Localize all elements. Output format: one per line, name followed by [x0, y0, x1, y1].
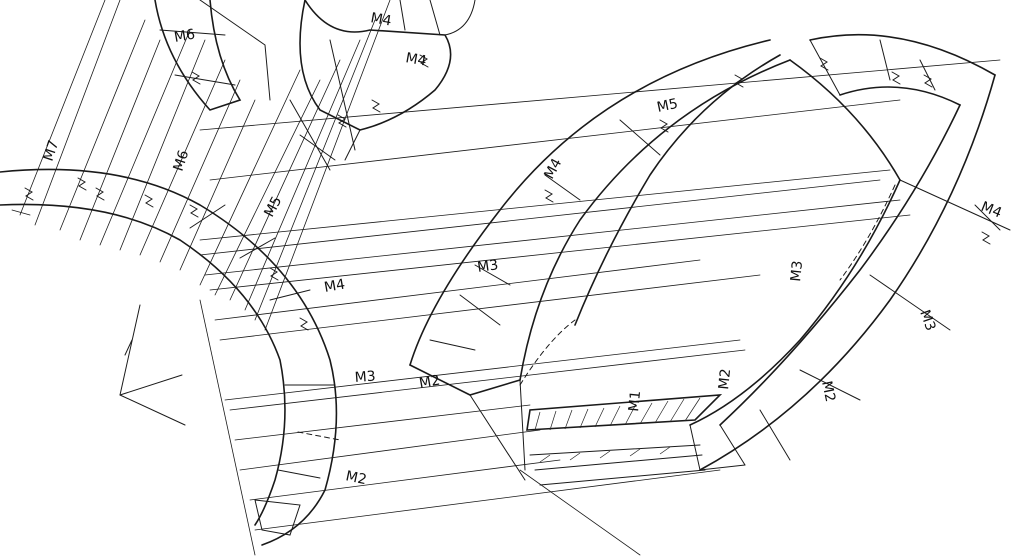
- label-m4-left: M4: [323, 277, 347, 296]
- label-m5-mid: M5: [656, 96, 680, 116]
- label-m2-left: M2: [344, 468, 368, 488]
- label-m4-right: M4: [979, 199, 1005, 222]
- label-m3-right-b: M3: [916, 308, 938, 333]
- label-m4-top-a: M4: [369, 10, 393, 29]
- label-m5-left: M5: [261, 194, 285, 220]
- label-m3-mid: M3: [476, 257, 499, 276]
- member-labels: M7 M6 M6 M5 M4 M3 M2 M4 M4 M5 M4 M3 M2 M…: [41, 10, 1004, 488]
- label-m3-right-a: M3: [788, 260, 806, 283]
- diagonal-guidelines: [199, 59, 1001, 556]
- axis-indicator: [119, 304, 186, 426]
- label-m2-mid: M2: [418, 373, 441, 392]
- label-m6-left: M6: [171, 148, 193, 173]
- label-m3-left: M3: [354, 369, 376, 386]
- left-arch-band: [0, 168, 341, 546]
- right-arch-band: [689, 33, 1011, 471]
- upper-center-block: [289, 0, 476, 171]
- label-m2-center: M2: [716, 368, 734, 391]
- label-m6-top: M6: [173, 27, 197, 46]
- hatched-joint: [526, 394, 723, 486]
- label-m4-top-b: M4: [404, 50, 428, 69]
- label-m1: M1: [626, 390, 644, 413]
- joint-tick-marks: [24, 54, 991, 331]
- label-m7: M7: [41, 138, 63, 163]
- upper-left-wedge-block: [154, 0, 271, 111]
- central-vault-lens: [409, 39, 791, 481]
- label-m2-right: M2: [818, 380, 838, 404]
